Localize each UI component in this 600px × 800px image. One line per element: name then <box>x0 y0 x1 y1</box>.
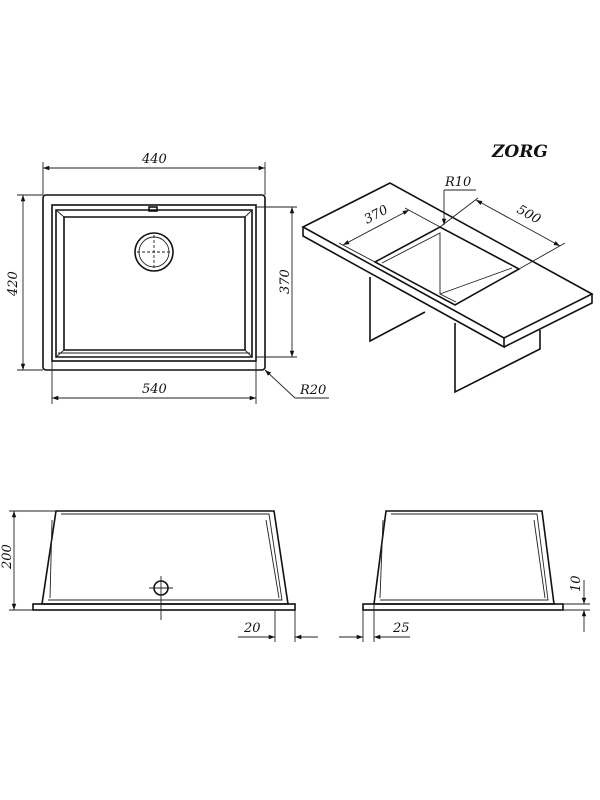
dim-200-label: 200 <box>0 544 15 570</box>
dim-iso-370-label: 370 <box>362 203 391 228</box>
dim-side-25-label: 25 <box>392 621 410 636</box>
front-view: 200 20 <box>0 510 318 642</box>
dim-r20-label: R20 <box>299 383 326 398</box>
sink-outer-outline <box>42 194 266 371</box>
isometric-view: R10 370 500 <box>301 175 594 394</box>
dim-420-label: 420 <box>6 271 21 297</box>
dim-440-label: 440 <box>141 152 167 167</box>
sink-opening <box>373 226 521 306</box>
dim-iso-500-line <box>475 199 561 247</box>
side-body <box>373 510 555 605</box>
drain-hole <box>134 232 174 272</box>
dim-540-label: 540 <box>142 382 167 397</box>
dim-side-10-label: 10 <box>569 575 584 592</box>
top-view: 440 420 370 540 R20 <box>6 152 329 404</box>
dim-iso-370-line <box>342 209 410 246</box>
sink-bowl-bevel <box>55 209 253 358</box>
support-right <box>454 323 541 394</box>
brand-label: ZORG <box>491 142 548 162</box>
side-view: 25 10 <box>339 510 590 642</box>
dim-370-label: 370 <box>278 269 293 294</box>
dim-front-20-label: 20 <box>243 621 261 636</box>
sink-rim <box>51 204 257 362</box>
support-left <box>369 277 426 343</box>
side-flange <box>362 603 564 611</box>
front-flange <box>32 603 296 611</box>
dim-iso-500-label: 500 <box>514 202 543 227</box>
overflow-slot <box>148 206 158 212</box>
front-body <box>41 510 289 605</box>
dim-r10-label: R10 <box>444 175 471 190</box>
